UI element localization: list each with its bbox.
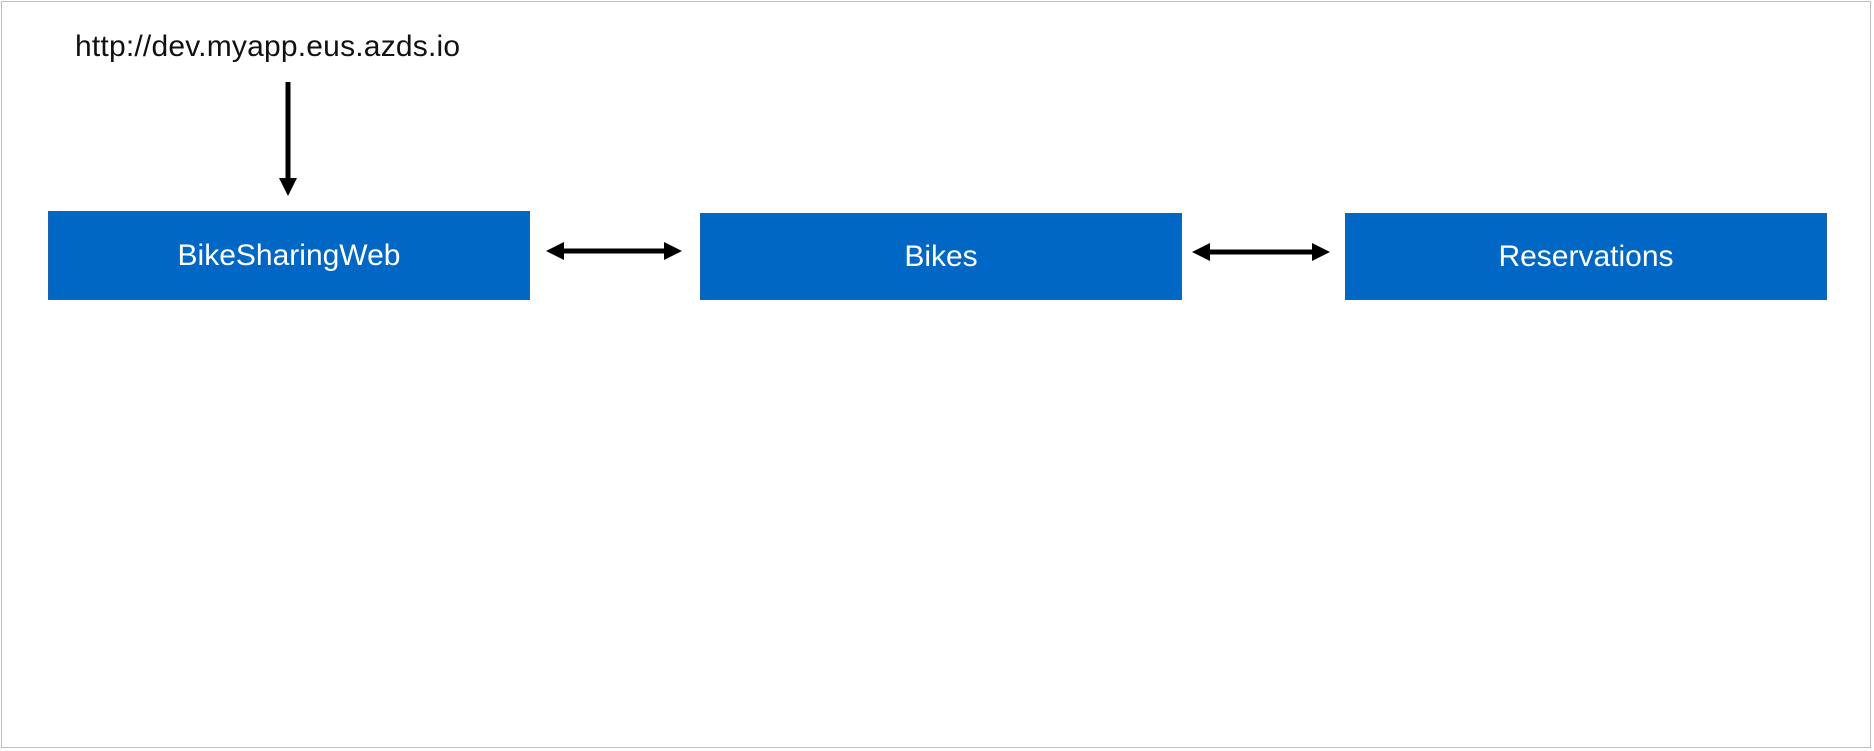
reservations-box: Reservations	[1345, 213, 1827, 300]
bikes-box: Bikes	[700, 213, 1182, 300]
bikes-label: Bikes	[904, 239, 978, 273]
bikesharingweb-box: BikeSharingWeb	[48, 211, 530, 300]
bikesharingweb-label: BikeSharingWeb	[177, 238, 401, 272]
reservations-label: Reservations	[1498, 239, 1674, 273]
entry-url-label: http://dev.myapp.eus.azds.io	[75, 30, 461, 63]
